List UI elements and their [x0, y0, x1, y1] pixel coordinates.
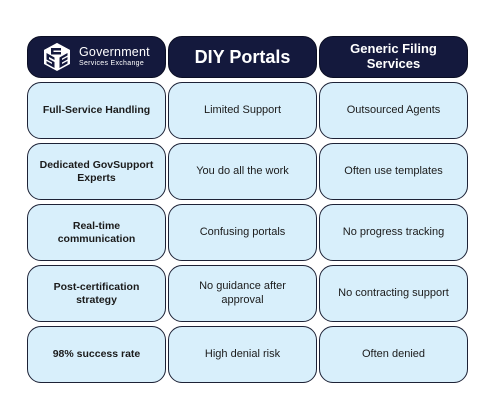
- brand-header-cell: Government Services Exchange: [27, 36, 166, 78]
- brand-name-line1: Government: [79, 45, 150, 60]
- diy-cell: Limited Support: [168, 82, 317, 139]
- feature-cell: Full-Service Handling: [27, 82, 166, 139]
- generic-cell: No progress tracking: [319, 204, 468, 261]
- comparison-table: Government Services Exchange DIY Portals…: [27, 36, 468, 383]
- feature-cell: 98% success rate: [27, 326, 166, 383]
- brand-name-line2: Services Exchange: [79, 60, 145, 68]
- brand-name: Government Services Exchange: [79, 45, 150, 68]
- feature-cell: Post-certification strategy: [27, 265, 166, 322]
- gse-cube-logo-icon: [44, 43, 70, 71]
- diy-cell: You do all the work: [168, 143, 317, 200]
- diy-cell: High denial risk: [168, 326, 317, 383]
- generic-cell: Outsourced Agents: [319, 82, 468, 139]
- column-header-diy: DIY Portals: [168, 36, 317, 78]
- generic-cell: Often denied: [319, 326, 468, 383]
- generic-cell: Often use templates: [319, 143, 468, 200]
- column-header-generic: Generic Filing Services: [319, 36, 468, 78]
- feature-cell: Dedicated GovSupport Experts: [27, 143, 166, 200]
- diy-cell: No guidance after approval: [168, 265, 317, 322]
- feature-cell: Real-time communication: [27, 204, 166, 261]
- generic-cell: No contracting support: [319, 265, 468, 322]
- diy-cell: Confusing portals: [168, 204, 317, 261]
